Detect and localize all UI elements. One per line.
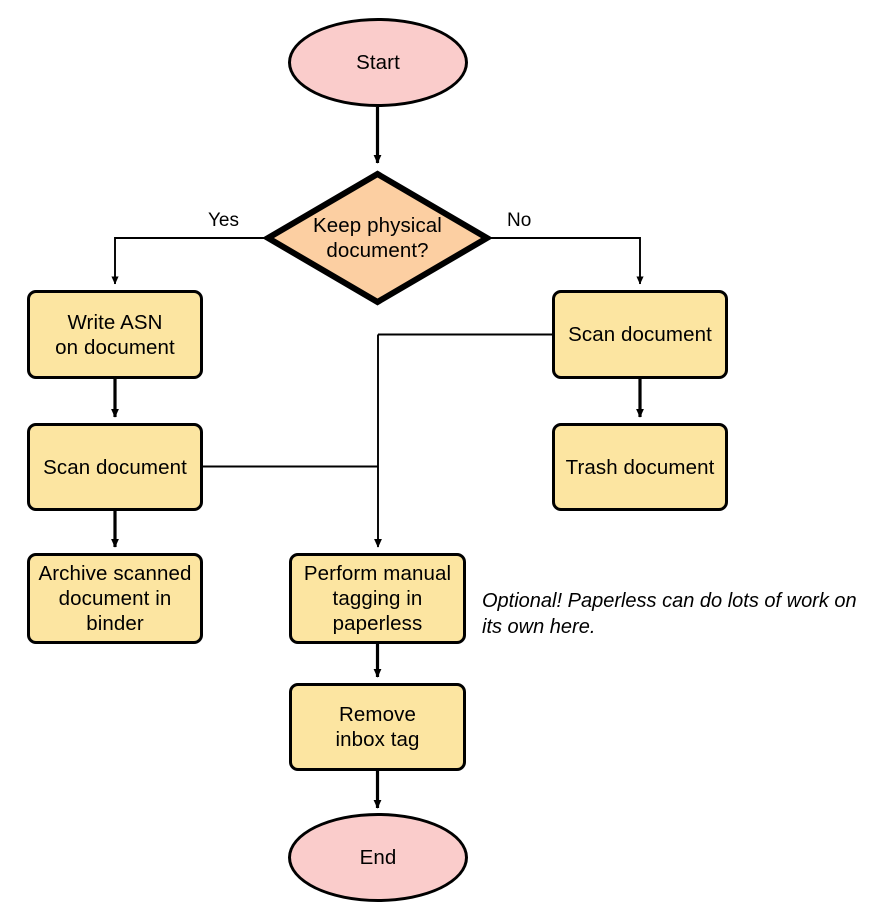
node-scan-document-left[interactable]: Scan document (27, 423, 203, 511)
node-keep-physical-document-label: Keep physical document? (313, 214, 442, 262)
edge-decision-no (491, 237, 644, 285)
edge-label-yes: Yes (208, 210, 239, 231)
node-trash-document[interactable]: Trash document (552, 423, 728, 511)
node-scan-document-right-label: Scan document (568, 323, 712, 346)
node-start-label: Start (356, 51, 400, 74)
node-archive-in-binder[interactable]: Archive scanned document in binder (27, 553, 203, 644)
node-remove-inbox-tag[interactable]: Remove inbox tag (289, 683, 466, 771)
optional-note: Optional! Paperless can do lots of work … (482, 590, 857, 638)
diamond-shape (264, 170, 491, 306)
node-scan-document-left-label: Scan document (43, 455, 187, 479)
node-manual-tagging[interactable]: Perform manual tagging in paperless (289, 553, 466, 644)
node-end[interactable]: End (288, 813, 468, 902)
node-scan-document-right[interactable]: Scan document (552, 290, 728, 379)
node-end-label: End (359, 846, 397, 869)
node-start[interactable]: Start (288, 18, 468, 107)
edge-decision-yes (111, 237, 264, 285)
edge-label-no: No (507, 210, 532, 231)
node-write-asn[interactable]: Write ASN on document (27, 290, 203, 379)
node-archive-in-binder-label: Archive scanned document in binder (38, 562, 192, 635)
node-manual-tagging-label: Perform manual tagging in paperless (303, 562, 452, 635)
node-remove-inbox-tag-label: Remove inbox tag (335, 703, 420, 751)
node-write-asn-label: Write ASN on document (55, 310, 175, 359)
node-keep-physical-document[interactable]: Keep physical document? (264, 170, 491, 306)
node-trash-document-label: Trash document (565, 455, 715, 479)
